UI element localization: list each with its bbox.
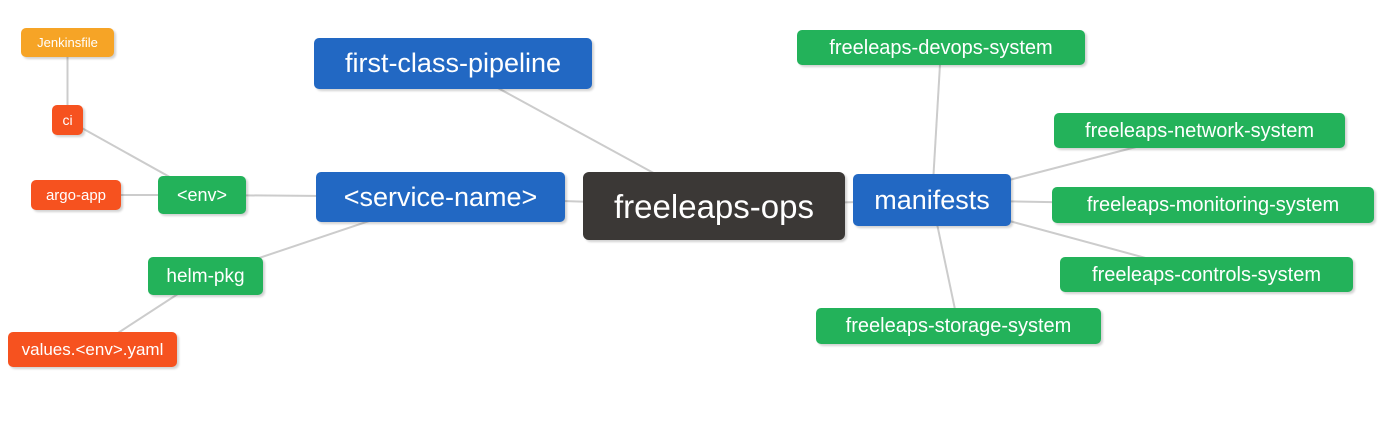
node-freeleaps-network-system[interactable]: freeleaps-network-system (1054, 113, 1345, 148)
node-ci[interactable]: ci (52, 105, 83, 135)
node-first-class-pipeline[interactable]: first-class-pipeline (314, 38, 592, 89)
node-values-env-yaml[interactable]: values.<env>.yaml (8, 332, 177, 367)
node-freeleaps-ops[interactable]: freeleaps-ops (583, 172, 845, 240)
node-manifests[interactable]: manifests (853, 174, 1011, 226)
node-argo-app[interactable]: argo-app (31, 180, 121, 210)
node-freeleaps-storage-system[interactable]: freeleaps-storage-system (816, 308, 1101, 344)
node-helm-pkg[interactable]: helm-pkg (148, 257, 263, 295)
node-freeleaps-devops-system[interactable]: freeleaps-devops-system (797, 30, 1085, 65)
node-freeleaps-controls-system[interactable]: freeleaps-controls-system (1060, 257, 1353, 292)
node-env[interactable]: <env> (158, 176, 246, 214)
node-freeleaps-monitoring-system[interactable]: freeleaps-monitoring-system (1052, 187, 1374, 223)
node-service-name[interactable]: <service-name> (316, 172, 565, 222)
node-jenkinsfile[interactable]: Jenkinsfile (21, 28, 114, 57)
